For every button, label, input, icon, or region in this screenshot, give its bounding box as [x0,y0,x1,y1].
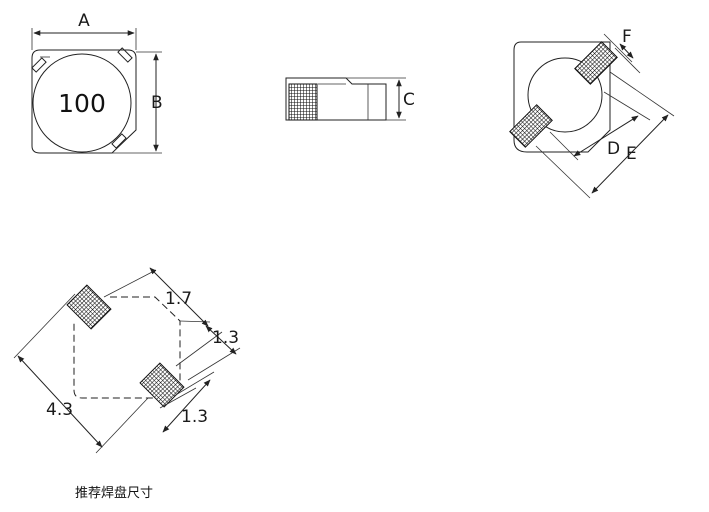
dim-f-ext-2 [614,47,641,74]
dim-width-2-line [162,379,211,433]
side-view: C [285,77,415,121]
dim-d-label: D [607,139,620,159]
land-pad-top-left [66,284,112,330]
top-view-core-circle [32,53,132,153]
dim-c-label: C [403,90,415,110]
dim-length-line [149,267,209,327]
angled-view-body-outline [513,41,611,153]
dim-length-ext-bottom [179,320,211,323]
land-pattern-caption: 推荐焊盘尺寸 [75,485,153,501]
angled-view: F D E [509,27,675,199]
angled-view-terminal-top [574,41,618,85]
side-view-terminal [288,83,318,121]
angled-view-terminal-bottom [509,104,553,148]
dim-a-label: A [78,11,90,31]
angled-view-core-circle [527,57,603,133]
dim-e-label: E [626,144,637,164]
dim-span-ext-top [13,293,76,359]
dim-span-line [17,355,103,448]
dim-d-ext-2 [549,131,579,161]
dim-f-label: F [622,27,632,47]
top-view-terminal-bottom-right [111,133,127,149]
dim-e-ext-1 [609,71,675,117]
dim-b-label: B [151,93,163,113]
dim-width-1-line [205,325,237,355]
dim-width-1-ext-2 [187,347,241,381]
dim-width-2-label: 1.3 [181,407,208,427]
dim-length-ext-top [103,269,157,298]
dim-f-line [619,43,634,59]
dim-e-line [591,114,669,194]
top-view: 100 A B [31,11,163,154]
top-view-terminal-top-left [31,57,47,73]
top-view-body-outline [31,49,137,154]
top-view-marking: 100 [58,89,106,118]
dim-width-1-label: 1.3 [212,328,239,348]
dim-e-ext-2 [535,145,591,199]
top-view-terminal-top-right [117,47,133,63]
dim-length-label: 1.7 [165,289,192,309]
land-pattern: 4.3 1.7 1.3 1.3 [13,267,241,454]
land-pad-bottom-right [139,362,185,408]
dim-d-ext-1 [603,91,651,121]
dim-span-ext-bottom [95,397,149,454]
dim-span-label: 4.3 [46,400,73,420]
